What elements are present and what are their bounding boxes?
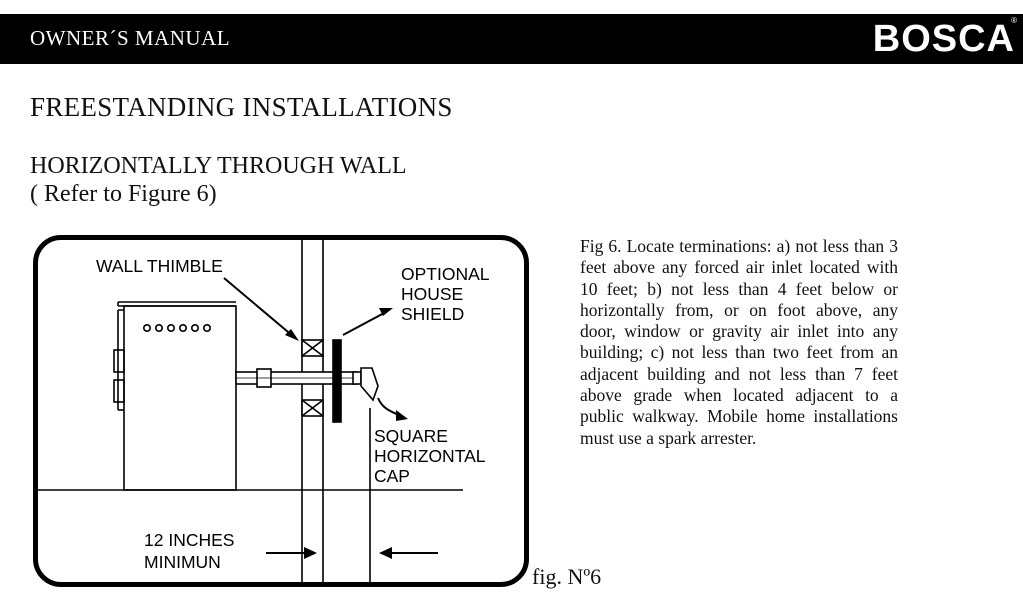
stove-hinge (113, 379, 125, 403)
manual-title: OWNER´S MANUAL (30, 26, 231, 50)
arrow-house-shield (342, 311, 387, 336)
figure-caption: fig. Nº6 (532, 564, 602, 589)
stove-body (123, 305, 237, 491)
arrowhead (304, 547, 317, 559)
label-minimun: MINIMUN (144, 552, 221, 572)
label-house: HOUSE (401, 284, 464, 304)
stove-hinge (113, 349, 125, 373)
house-shield (332, 339, 342, 423)
label-wall-thimble: WALL THIMBLE (96, 256, 223, 276)
section-title: FREESTANDING INSTALLATIONS (30, 92, 453, 122)
square-cap (360, 367, 379, 402)
arrowhead (379, 308, 393, 316)
label-shield: SHIELD (401, 304, 465, 324)
arrow-wall-thimble (223, 277, 295, 338)
registered-mark: ® (1011, 16, 1017, 25)
subtitle-reference: ( Refer to Figure 6) (30, 181, 217, 207)
header-bar: OWNER´S MANUAL BOSCA ® (0, 14, 1023, 64)
cap-flange (352, 371, 362, 385)
diagram-drawing (38, 240, 463, 582)
subtitle: HORIZONTALLY THROUGH WALL ( Refer to Fig… (30, 152, 407, 208)
label-cap: CAP (374, 466, 410, 486)
label-square: SQUARE (374, 426, 448, 446)
control-knobs (143, 324, 212, 333)
installation-diagram: WALL THIMBLE OPTIONAL HOUSE SHIELD SQUAR… (33, 235, 529, 587)
label-horizontal: HORIZONTAL (374, 446, 486, 466)
figure-description: Fig 6. Locate terminations: a) not less … (580, 236, 898, 448)
arrowhead (285, 329, 299, 341)
label-optional: OPTIONAL (401, 264, 490, 284)
brand-logo: BOSCA (872, 18, 1015, 60)
arrowhead (396, 410, 408, 421)
arrowhead (379, 547, 392, 559)
wall-thimble (301, 339, 324, 417)
subtitle-line: HORIZONTALLY THROUGH WALL (30, 153, 407, 179)
label-12-inches: 12 INCHES (144, 530, 235, 550)
